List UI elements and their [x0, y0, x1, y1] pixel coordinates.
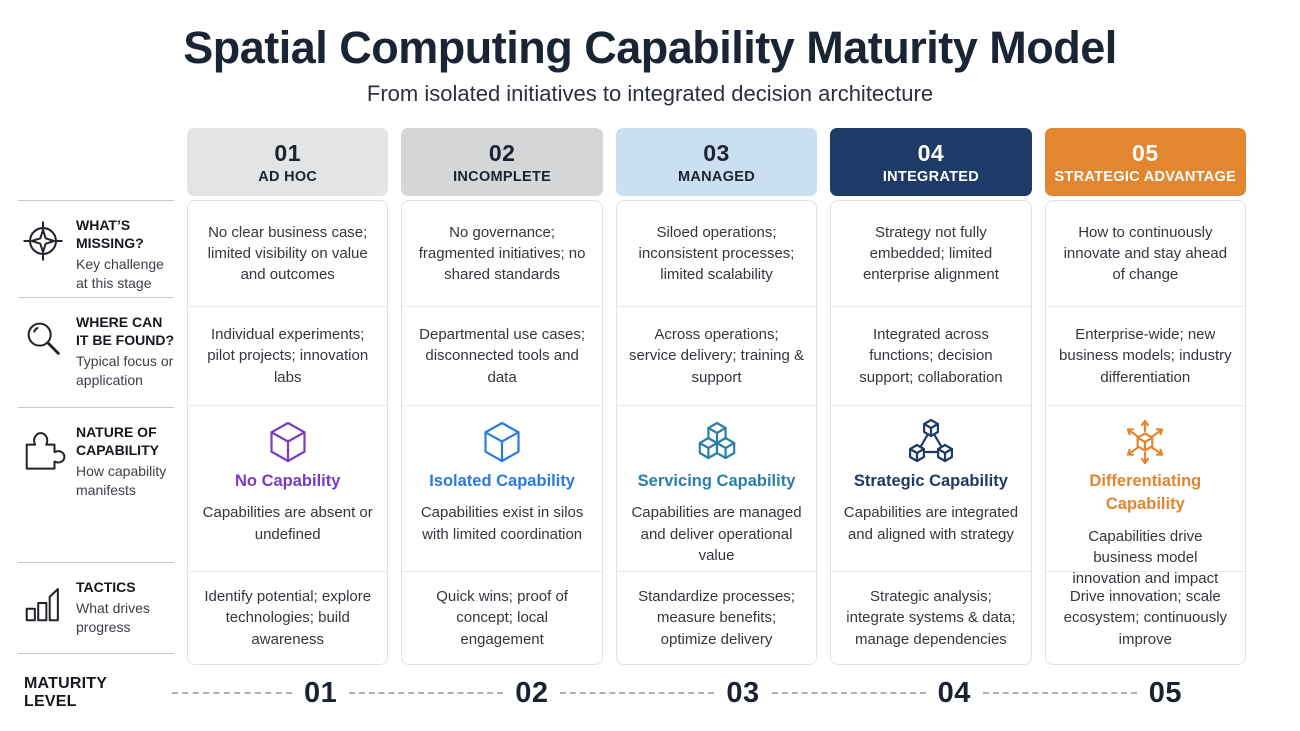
- dashed-connector: [982, 692, 1137, 694]
- where-found-cell: Integrated across functions; decision su…: [831, 306, 1031, 405]
- row-label: TACTICS: [76, 579, 136, 595]
- linked-cubes-icon: [907, 418, 955, 466]
- stage-card: Siloed operations; inconsistent processe…: [615, 200, 818, 665]
- row-label: NATURE OF CAPABILITY: [76, 424, 159, 459]
- stage-name: MANAGED: [678, 168, 756, 185]
- page-subtitle: From isolated initiatives to integrated …: [366, 81, 934, 106]
- maturity-level-number: 03: [726, 676, 760, 709]
- maturity-board: WHAT’S MISSING? Key challenge at this st…: [0, 128, 1300, 665]
- stage-number: 03: [703, 139, 730, 166]
- stage-column-incomplete: 02 INCOMPLETE No governance; fragmented …: [401, 128, 603, 665]
- sidebar-spacer: [18, 128, 174, 200]
- maturity-level-number: 04: [937, 676, 971, 709]
- tactics-cell: Standardize processes; measure benefits;…: [616, 571, 817, 664]
- capability-desc: Capabilities drive business model innova…: [1072, 527, 1219, 588]
- compass-icon: [20, 218, 66, 264]
- capability-name: Differentiating Capability: [1089, 472, 1202, 514]
- where-found-cell: Across operations; service delivery; tra…: [616, 306, 817, 405]
- cube-icon: [478, 418, 526, 466]
- capability-desc: Capabilities exist in silos with limited…: [420, 504, 584, 543]
- where-found-cell: Enterprise-wide; new business models; in…: [1045, 306, 1246, 405]
- capability-desc: Capabilities are managed and deliver ope…: [631, 504, 802, 565]
- capability-cell: Servicing Capability Capabilities are ma…: [616, 405, 817, 571]
- whats-missing-cell: Siloed operations; inconsistent processe…: [638, 223, 795, 284]
- capability-name: Strategic Capability: [853, 472, 1008, 490]
- stacked-cubes-icon: [693, 418, 741, 466]
- capability-name: Servicing Capability: [637, 472, 796, 490]
- row-legend-sidebar: WHAT’S MISSING? Key challenge at this st…: [18, 128, 174, 665]
- capability-cell: No Capability Capabilities are absent or…: [188, 405, 388, 571]
- row-sublabel: Key challenge at this stage: [76, 256, 164, 291]
- stage-column-managed: 03 MANAGED Siloed operations; inconsiste…: [615, 128, 818, 665]
- stage-name: INTEGRATED: [882, 168, 980, 185]
- capability-cell: Isolated Capability Capabilities exist i…: [402, 405, 602, 571]
- row-label: WHAT’S MISSING?: [76, 217, 144, 252]
- cube-icon: [264, 418, 312, 466]
- stage-header: 03 MANAGED: [615, 128, 818, 196]
- stage-number: 05: [1132, 139, 1159, 166]
- tactics-cell: Drive innovation; scale ecosystem; conti…: [1045, 571, 1246, 664]
- sidebar-row-where-found: WHERE CAN IT BE FOUND? Typical focus or …: [18, 297, 174, 407]
- magnifier-icon: [20, 315, 66, 361]
- stage-name: AD HOC: [258, 168, 318, 185]
- stage-column-strategic-advantage: 05 STRATEGIC ADVANTAGE How to continuous…: [1044, 128, 1247, 665]
- dashed-connector: [560, 692, 715, 694]
- row-sublabel: Typical focus or application: [76, 353, 174, 388]
- stage-header: 04 INTEGRATED: [830, 128, 1032, 196]
- stage-card: How to continuously innovate and stay ah…: [1044, 200, 1247, 665]
- stage-name: INCOMPLETE: [453, 168, 552, 185]
- where-found-cell: Individual experiments; pilot projects; …: [188, 306, 388, 405]
- stage-card: Strategy not fully embedded; limited ent…: [830, 200, 1032, 665]
- dashed-connector: [172, 692, 293, 694]
- stage-column-integrated: 04 INTEGRATED Strategy not fully embedde…: [830, 128, 1032, 665]
- stage-number: 02: [488, 139, 516, 166]
- tactics-cell: Identify potential; explore technologies…: [188, 571, 388, 664]
- maturity-level-label: MATURITY LEVEL: [24, 675, 107, 710]
- row-label: WHERE CAN IT BE FOUND?: [76, 314, 174, 349]
- capability-name: No Capability: [234, 472, 341, 490]
- maturity-level-number: 05: [1148, 676, 1182, 709]
- capability-desc: Capabilities are absent or undefined: [202, 504, 373, 543]
- stage-number: 04: [917, 139, 945, 166]
- capability-cell: Strategic Capability Capabilities are in…: [831, 405, 1031, 571]
- stage-header: 01 AD HOC: [187, 128, 389, 196]
- maturity-level-strip: MATURITY LEVEL 01 02 03 04 05: [0, 665, 1300, 721]
- stage-card: No governance; fragmented initiatives; n…: [401, 200, 603, 665]
- maturity-level-number: 01: [304, 676, 338, 709]
- whats-missing-cell: No clear business case; limited visibili…: [207, 223, 368, 284]
- stage-column-ad-hoc: 01 AD HOC No clear business case; limite…: [187, 128, 389, 665]
- row-sublabel: How capability manifests: [76, 463, 167, 498]
- capability-desc: Capabilities are integrated and aligned …: [843, 504, 1019, 543]
- capability-cell: Differentiating Capability Capabilities …: [1045, 405, 1246, 587]
- stage-number: 01: [274, 139, 301, 166]
- radiating-cube-icon: [1121, 418, 1169, 466]
- stage-card: No clear business case; limited visibili…: [187, 200, 389, 665]
- maturity-level-number: 02: [515, 676, 549, 709]
- whats-missing-cell: How to continuously innovate and stay ah…: [1063, 223, 1228, 284]
- page-title: Spatial Computing Capability Maturity Mo…: [183, 22, 1117, 73]
- stage-header: 05 STRATEGIC ADVANTAGE: [1044, 128, 1247, 196]
- whats-missing-cell: No governance; fragmented initiatives; n…: [418, 223, 586, 284]
- bar-chart-icon: [20, 580, 66, 626]
- capability-name: Isolated Capability: [429, 472, 575, 490]
- whats-missing-cell: Strategy not fully embedded; limited ent…: [862, 223, 999, 284]
- stage-name: STRATEGIC ADVANTAGE: [1054, 168, 1237, 185]
- puzzle-icon: [20, 425, 66, 471]
- tactics-cell: Strategic analysis; integrate systems & …: [831, 571, 1031, 664]
- where-found-cell: Departmental use cases; disconnected too…: [402, 306, 602, 405]
- sidebar-row-whats-missing: WHAT’S MISSING? Key challenge at this st…: [18, 200, 174, 297]
- sidebar-row-nature: NATURE OF CAPABILITY How capability mani…: [18, 407, 174, 562]
- tactics-cell: Quick wins; proof of concept; local enga…: [402, 571, 602, 664]
- dashed-connector: [771, 692, 926, 694]
- stage-header: 02 INCOMPLETE: [401, 128, 603, 196]
- row-sublabel: What drives progress: [76, 600, 150, 635]
- sidebar-row-tactics: TACTICS What drives progress: [18, 562, 174, 654]
- dashed-connector: [349, 692, 504, 694]
